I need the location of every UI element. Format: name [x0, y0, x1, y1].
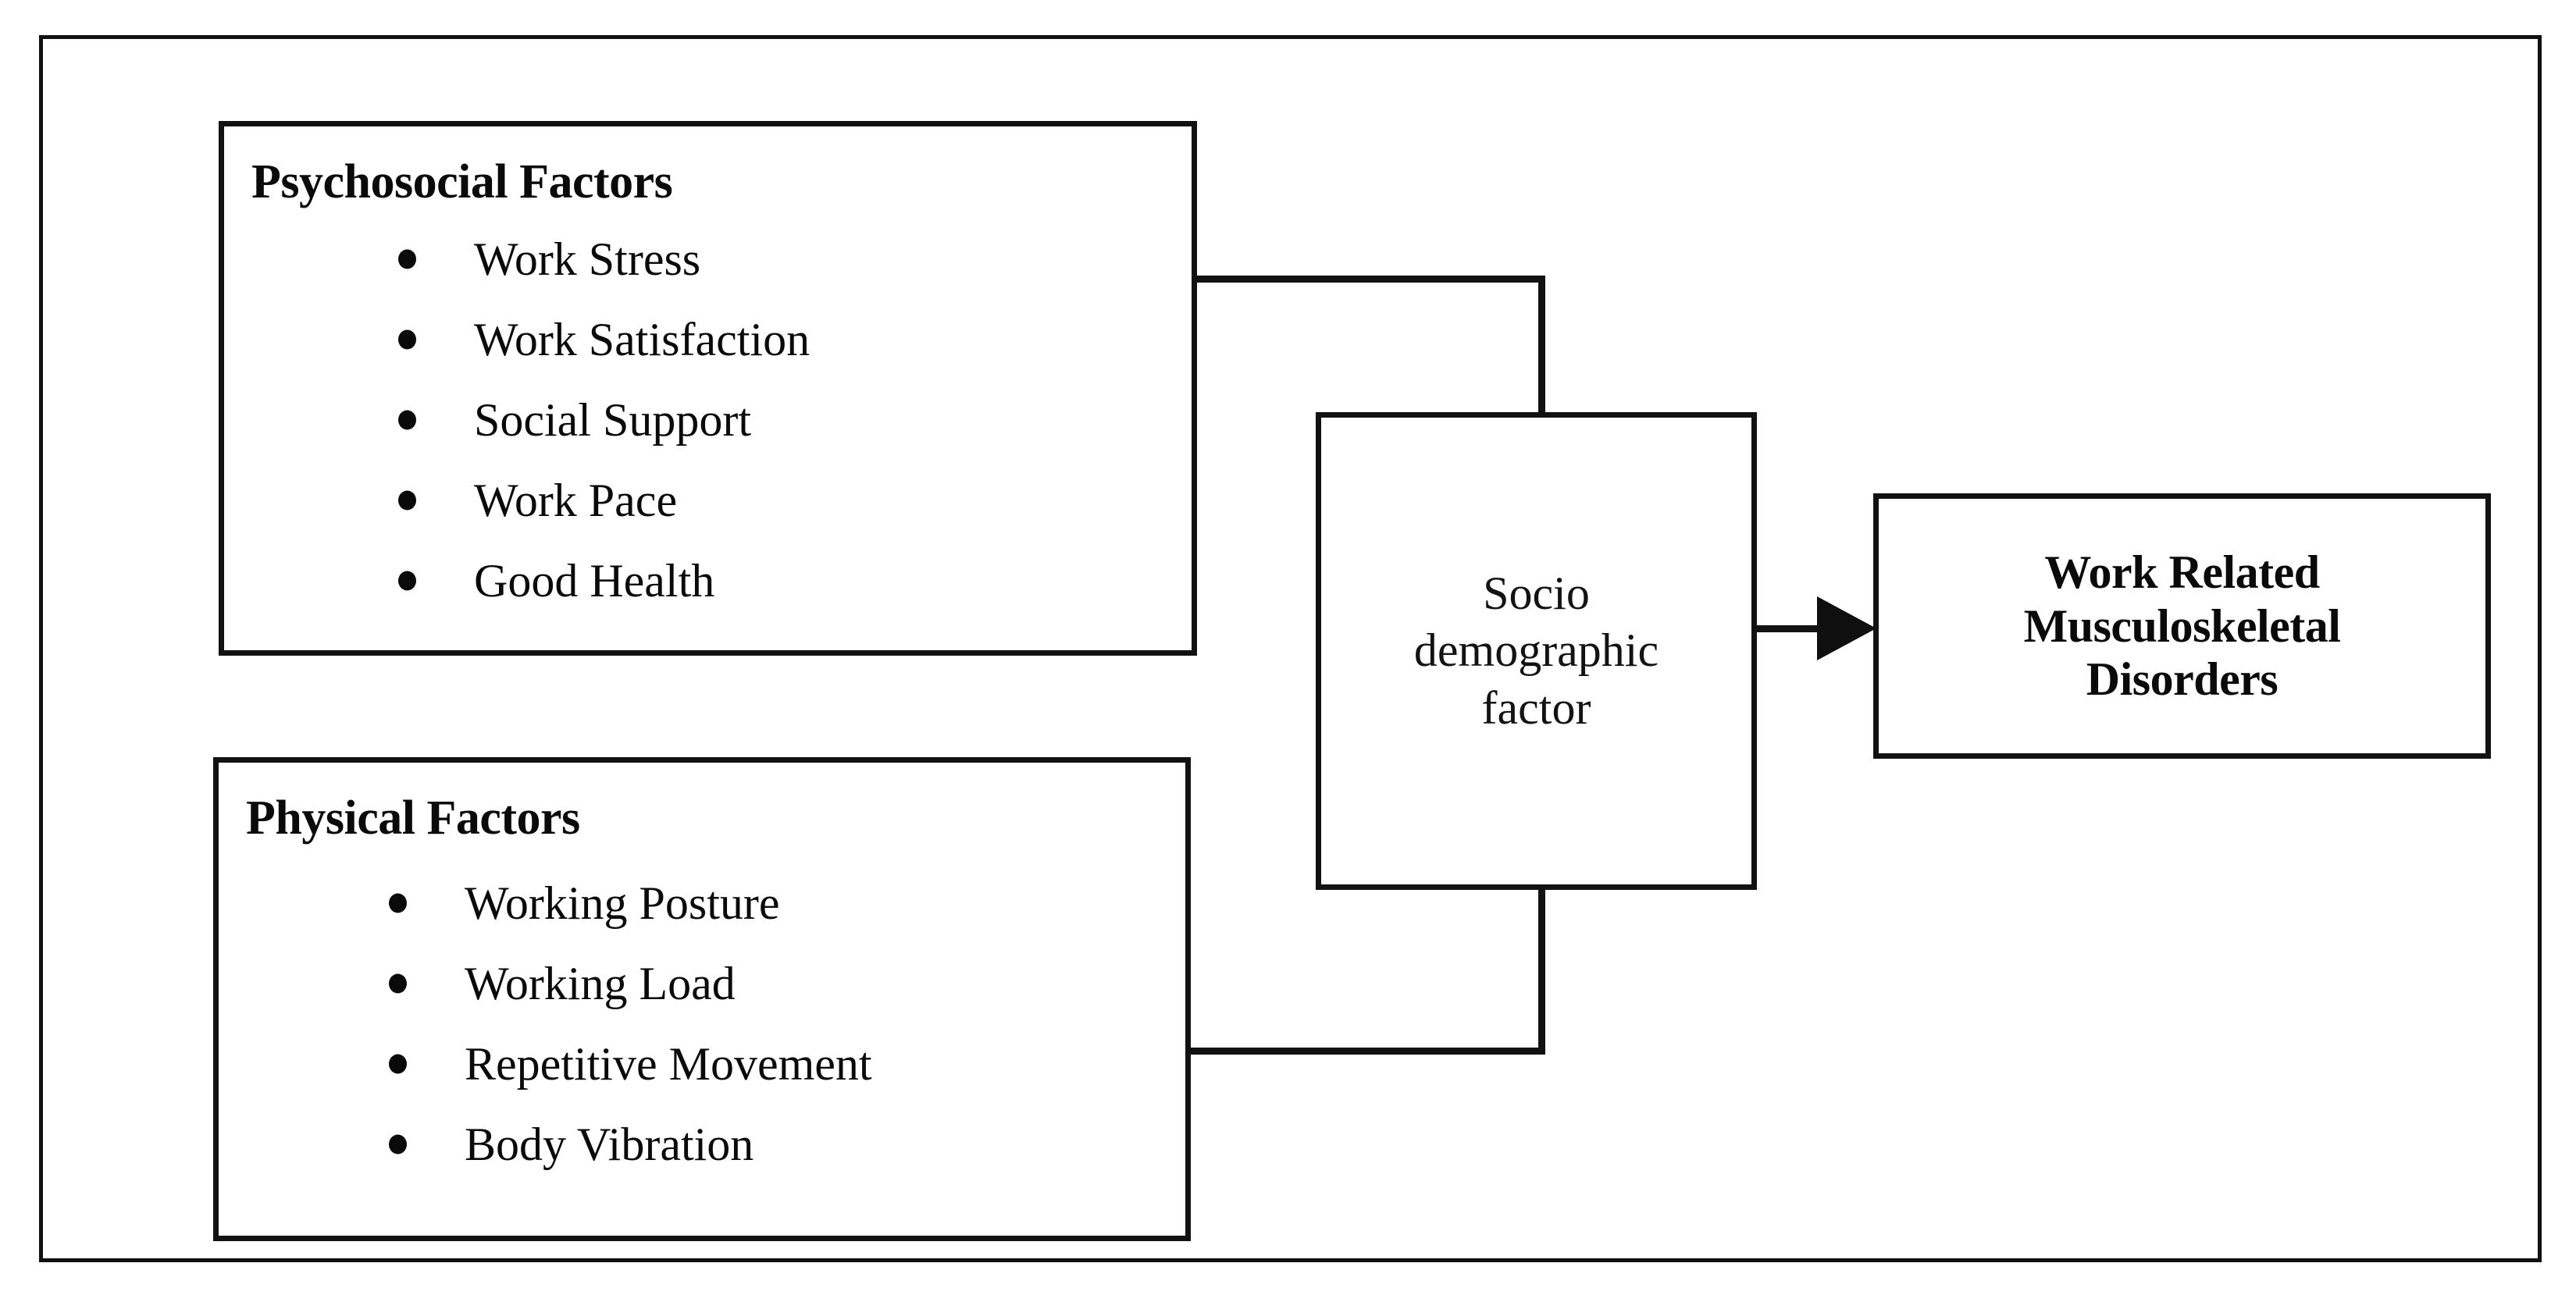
bullet-dot-icon — [389, 893, 407, 913]
list-item: Social Support — [376, 397, 810, 443]
outcome-label: Work Related Musculoskeletal Disorders — [2024, 546, 2341, 706]
physical-factors-list: Working Posture Working Load Repetitive … — [367, 880, 872, 1201]
list-item-label: Body Vibration — [465, 1119, 754, 1170]
bullet-dot-icon — [389, 1134, 407, 1154]
outcome-line-2: Musculoskeletal — [2023, 599, 2341, 652]
socio-demographic-factor-label: Socio demographic factor — [1414, 565, 1659, 737]
list-item-label: Work Pace — [474, 475, 678, 526]
connector-physical-to-socio-horizontal — [1188, 1048, 1545, 1055]
list-item-label: Social Support — [474, 394, 751, 446]
list-item-label: Work Stress — [474, 233, 701, 285]
socio-line-1: Socio — [1483, 567, 1590, 620]
physical-factors-box: Physical Factors Working Posture Working… — [213, 757, 1191, 1241]
socio-demographic-factor-box: Socio demographic factor — [1316, 412, 1757, 890]
connector-psychosocial-to-socio-horizontal — [1192, 276, 1545, 283]
list-item-label: Working Load — [465, 958, 736, 1009]
list-item: Good Health — [376, 557, 810, 604]
outcome-line-3: Disorders — [2086, 653, 2278, 706]
list-item: Work Stress — [376, 236, 810, 283]
arrow-socio-to-outcome-shaft — [1753, 625, 1855, 632]
bullet-dot-icon — [398, 249, 416, 269]
list-item-label: Working Posture — [465, 877, 780, 929]
outcome-line-1: Work Related — [2044, 546, 2320, 599]
bullet-dot-icon — [398, 571, 416, 591]
psychosocial-factors-box: Psychosocial Factors Work Stress Work Sa… — [219, 121, 1197, 656]
bullet-dot-icon — [389, 973, 407, 994]
physical-factors-heading: Physical Factors — [246, 792, 580, 845]
bullet-dot-icon — [398, 410, 416, 430]
socio-line-3: factor — [1481, 681, 1591, 734]
bullet-dot-icon — [398, 490, 416, 511]
connector-physical-to-socio-vertical — [1538, 885, 1545, 1055]
list-item: Work Satisfaction — [376, 316, 810, 363]
psychosocial-factors-list: Work Stress Work Satisfaction Social Sup… — [376, 236, 810, 638]
psychosocial-factors-heading: Psychosocial Factors — [251, 155, 673, 208]
list-item: Working Posture — [367, 880, 872, 927]
list-item-label: Good Health — [474, 555, 715, 607]
list-item-label: Repetitive Movement — [465, 1038, 872, 1090]
bullet-dot-icon — [398, 329, 416, 350]
bullet-dot-icon — [389, 1054, 407, 1074]
diagram-outer-frame: Psychosocial Factors Work Stress Work Sa… — [39, 35, 2542, 1262]
list-item-label: Work Satisfaction — [474, 314, 811, 365]
list-item: Working Load — [367, 960, 872, 1007]
list-item: Work Pace — [376, 477, 810, 524]
socio-line-2: demographic — [1413, 624, 1659, 677]
work-related-musculoskeletal-disorders-box: Work Related Musculoskeletal Disorders — [1873, 493, 2491, 759]
list-item: Body Vibration — [367, 1121, 872, 1168]
list-item: Repetitive Movement — [367, 1041, 872, 1087]
connector-psychosocial-to-socio-vertical — [1538, 276, 1545, 418]
arrow-right-icon — [1817, 596, 1876, 660]
